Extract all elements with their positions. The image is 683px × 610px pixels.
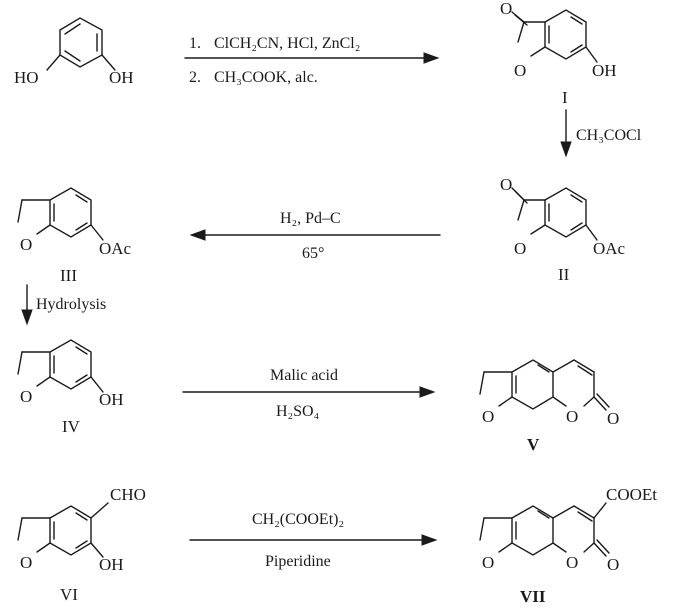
compound-iv-label: IV (62, 417, 81, 436)
hydrogenation-condition-top: H₂, Pd–C (280, 210, 341, 227)
compound-iv-oh-text: OH (99, 390, 124, 409)
knoevenagel-arrow (189, 534, 438, 546)
knoevenagel-condition-bottom: Piperidine (265, 553, 331, 570)
compound-v-structure: O O O (479, 359, 619, 428)
hydrolysis-condition: Hydrolysis (36, 296, 106, 313)
pechmann-condition-top: Malic acid (270, 367, 338, 384)
compound-ii-oac-text: OAc (593, 239, 626, 258)
compound-i-carbonyl-o: O (500, 0, 512, 18)
resorcinol-structure: HO OH (14, 17, 134, 87)
acetylation-arrow (560, 109, 572, 158)
step1-condition-line2: CH₃COOK, alc. (214, 69, 318, 86)
compound-vii-structure: COOEt O O O (479, 485, 657, 574)
compound-vii-ring-o: O (482, 553, 494, 572)
step1-num1: 1. (189, 35, 201, 52)
step1-arrow (184, 52, 440, 64)
compound-ii-label: II (558, 265, 570, 284)
compound-i-ring-o: O (514, 61, 526, 80)
step1-condition-line1: ClCH₂CN, HCl, ZnCl₂ (214, 35, 360, 52)
compound-iv-ring-o: O (20, 387, 32, 406)
compound-v-lactone-o: O (566, 407, 578, 426)
compound-vii-cooet-text: COOEt (606, 485, 657, 504)
hydrogenation-condition-bottom: 65° (302, 245, 324, 262)
compound-i-label: I (562, 88, 568, 107)
compound-ii-structure: O O OAc (500, 175, 626, 258)
resorcinol-ho-text: HO (14, 68, 39, 87)
compound-vi-structure: CHO O OH (17, 485, 146, 574)
acetylation-condition: CH₃COCl (576, 127, 642, 144)
compound-iv-structure: O OH (17, 339, 124, 409)
compound-i-oh-text: OH (592, 61, 617, 80)
compound-iii-structure: O OAc (17, 187, 132, 258)
compound-v-ring-o: O (482, 407, 494, 426)
compound-vii-label: VII (520, 587, 546, 606)
pechmann-arrow (182, 386, 436, 398)
pechmann-condition-bottom: H₂SO₄ (276, 403, 320, 420)
compound-iii-ring-o: O (20, 235, 32, 254)
compound-vi-oh-text: OH (99, 555, 124, 574)
knoevenagel-condition-top: CH₂(COOEt)₂ (252, 511, 344, 528)
compound-iii-oac-text: OAc (99, 239, 132, 258)
compound-vi-cho-text: CHO (110, 485, 146, 504)
compound-vii-lactone-o: O (566, 553, 578, 572)
compound-i-structure: O O OH (500, 0, 617, 80)
compound-ii-ring-o: O (514, 239, 526, 258)
compound-ii-carbonyl-o: O (500, 175, 512, 194)
compound-vi-ring-o: O (20, 553, 32, 572)
compound-v-label: V (527, 435, 540, 454)
compound-vii-carbonyl-o: O (607, 555, 619, 574)
hydrolysis-arrow (21, 284, 33, 326)
hydrogenation-arrow (189, 229, 441, 241)
compound-v-carbonyl-o: O (607, 409, 619, 428)
resorcinol-oh-text: OH (109, 68, 134, 87)
compound-vi-label: VI (60, 585, 78, 604)
compound-iii-label: III (60, 266, 77, 285)
step1-num2: 2. (189, 69, 201, 86)
